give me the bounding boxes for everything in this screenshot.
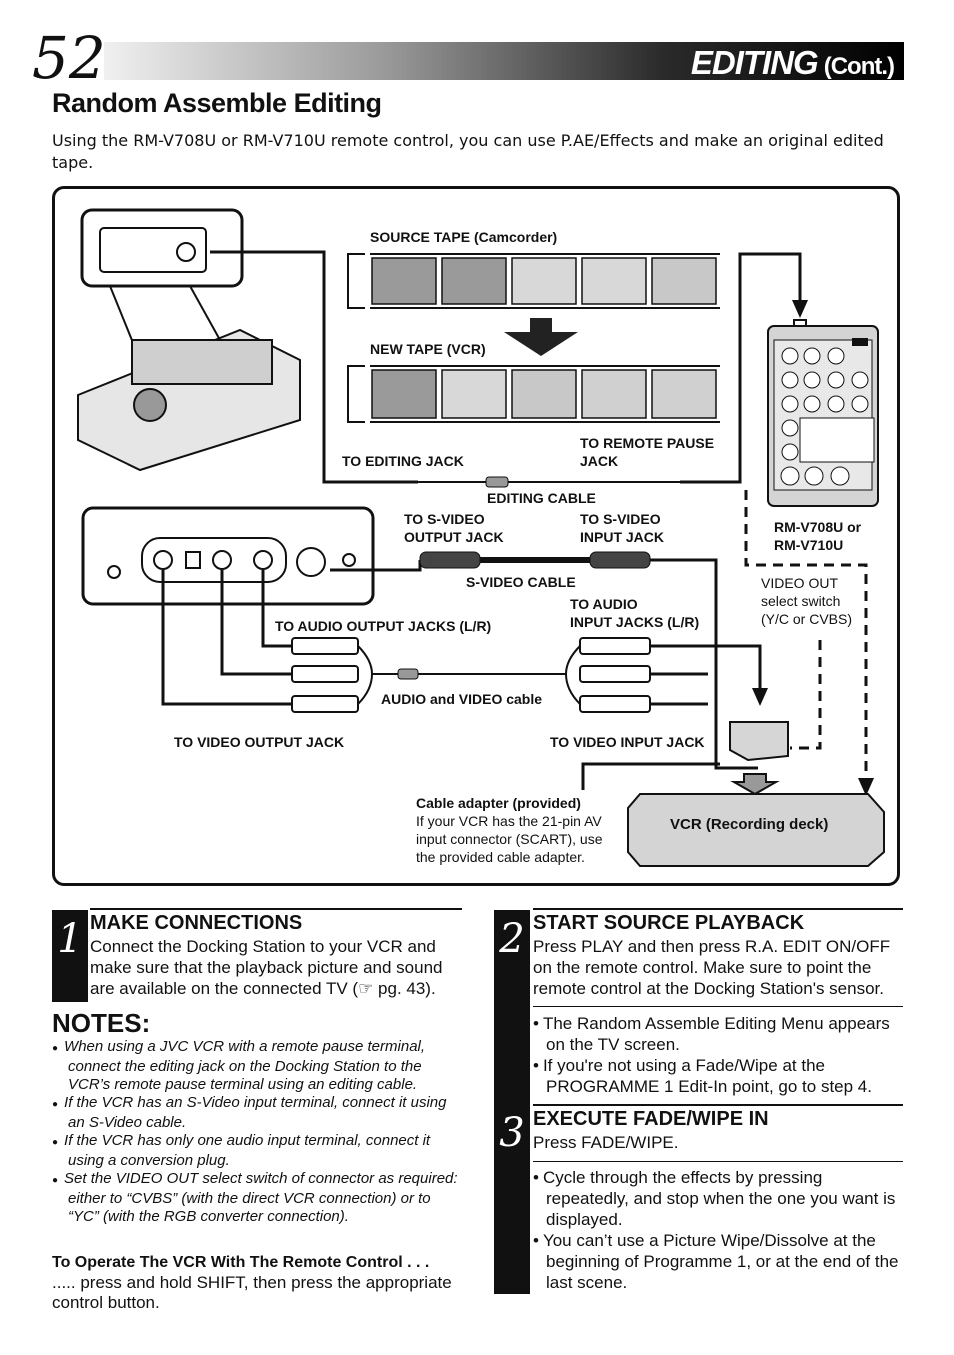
page-number: 52: [32, 24, 106, 92]
source-frame-3: [511, 257, 577, 305]
header-title: EDITING(Cont.): [690, 44, 895, 82]
camcorder-lens: [133, 388, 167, 422]
header-title-main: EDITING: [690, 44, 819, 81]
note-item: If the VCR has only one audio input term…: [52, 1132, 462, 1170]
notes-list: When using a JVC VCR with a remote pause…: [52, 1038, 462, 1226]
adapter-text-3: the provided cable adapter.: [416, 849, 585, 865]
source-frame-5: [651, 257, 717, 305]
to-svideo-output-label-2: OUTPUT JACK: [404, 529, 504, 545]
svideo-jack: [296, 547, 326, 577]
editing-jack-panel: [99, 227, 207, 273]
step-3-title: EXECUTE FADE/WIPE IN: [533, 1104, 903, 1131]
step-3-divider: [533, 1161, 903, 1162]
camcorder-callout-box: [80, 208, 244, 288]
vcr-recording-deck: [627, 793, 885, 867]
copy-arrow: [504, 318, 578, 356]
to-video-output-label: TO VIDEO OUTPUT JACK: [174, 734, 345, 750]
header-title-cont: (Cont.): [823, 53, 895, 80]
audio-video-cable-label: AUDIO and VIDEO cable: [381, 691, 543, 707]
camcorder-body: [131, 339, 273, 385]
adapter-text-2: input connector (SCART), use: [416, 831, 603, 847]
to-editing-jack-label: TO EDITING JACK: [342, 453, 464, 469]
svideo-cable-label: S-VIDEO CABLE: [466, 574, 576, 590]
to-video-input-label: TO VIDEO INPUT JACK: [550, 734, 705, 750]
to-svideo-output-label-1: TO S-VIDEO: [404, 511, 485, 527]
remote-model-label-1: RM-V708U or: [774, 519, 862, 535]
step-2-bullet: The Random Assemble Editing Menu appears…: [533, 1013, 903, 1055]
note-item: If the VCR has an S-Video input terminal…: [52, 1094, 462, 1132]
to-remote-pause-label-1: TO REMOTE PAUSE: [580, 435, 715, 451]
to-remote-pause-label-2: JACK: [580, 453, 619, 469]
remote-model-label-2: RM-V710U: [774, 537, 844, 553]
remote-operation-text: ..... press and hold SHIFT, then press t…: [52, 1273, 452, 1312]
scart-adapter: [729, 721, 789, 762]
note-item: Set the VIDEO OUT select switch of conne…: [52, 1170, 462, 1226]
vcr-label: VCR (Recording deck): [670, 816, 829, 833]
video-out-label-3: (Y/C or CVBS): [761, 611, 853, 627]
editing-cable-label: EDITING CABLE: [487, 490, 596, 506]
step-2-title: START SOURCE PLAYBACK: [533, 908, 903, 935]
header-bar: EDITING(Cont.): [104, 42, 904, 82]
audio-l-jack: [212, 550, 232, 570]
to-audio-input-label-2: INPUT JACKS (L/R): [570, 614, 700, 630]
source-tape-label: SOURCE TAPE (Camcorder): [370, 229, 558, 245]
source-frame-2: [441, 257, 507, 305]
section-title: Random Assemble Editing: [52, 88, 382, 118]
video-out-label-1: VIDEO OUT: [761, 575, 839, 591]
step-3-text: Press FADE/WIPE.: [533, 1133, 679, 1152]
video-jack: [153, 550, 173, 570]
step-3-bullet: You can’t use a Picture Wipe/Dissolve at…: [533, 1230, 903, 1293]
editing-jack: [176, 242, 196, 262]
remote-operation-title: To Operate The VCR With The Remote Contr…: [52, 1254, 430, 1271]
to-audio-input-label-1: TO AUDIO: [570, 596, 638, 612]
editing-cable-left: [210, 250, 418, 484]
av-jacks-panel: [141, 537, 287, 583]
step-1-number: 1: [52, 910, 88, 1002]
step-3-bullet: Cycle through the effects by pressing re…: [533, 1167, 903, 1230]
connection-diagram: [52, 186, 900, 886]
adapter-text-1: If your VCR has the 21-pin AV: [416, 813, 602, 829]
notes-title: NOTES:: [52, 1008, 151, 1038]
new-frame-4: [581, 369, 647, 419]
step-2-text: Press PLAY and then press R.A. EDIT ON/O…: [533, 937, 891, 998]
new-frame-5: [651, 369, 717, 419]
video-out-label-2: select switch: [761, 593, 841, 609]
source-frame-4: [581, 257, 647, 305]
note-item: When using a JVC VCR with a remote pause…: [52, 1038, 462, 1094]
new-tape-label: NEW TAPE (VCR): [370, 341, 486, 357]
step-1-title: MAKE CONNECTIONS: [90, 908, 462, 935]
intro-text: Using the RM-V708U or RM-V710U remote co…: [52, 131, 884, 172]
adapter-title: Cable adapter (provided): [416, 795, 581, 811]
new-frame-2: [441, 369, 507, 419]
to-svideo-input-label-1: TO S-VIDEO: [580, 511, 661, 527]
to-audio-output-label: TO AUDIO OUTPUT JACKS (L/R): [275, 618, 492, 634]
audio-r-jack: [253, 550, 273, 570]
step-2-number: 2: [494, 910, 530, 1294]
step-3-number: 3: [499, 1110, 525, 1156]
to-svideo-input-label-2: INPUT JACK: [580, 529, 665, 545]
editing-cable-right: [680, 252, 802, 484]
step-3-bullets: Cycle through the effects by pressing re…: [533, 1167, 903, 1293]
new-frame-3: [511, 369, 577, 419]
step-1-text: Connect the Docking Station to your VCR …: [90, 937, 443, 998]
source-frame-1: [371, 257, 437, 305]
rear-panel-callout-box: [81, 506, 375, 606]
step-2-bullet: If you're not using a Fade/Wipe at the P…: [533, 1055, 903, 1097]
step-2-divider: [533, 1006, 903, 1007]
step-2-bullets: The Random Assemble Editing Menu appears…: [533, 1013, 903, 1097]
new-frame-1: [371, 369, 437, 419]
